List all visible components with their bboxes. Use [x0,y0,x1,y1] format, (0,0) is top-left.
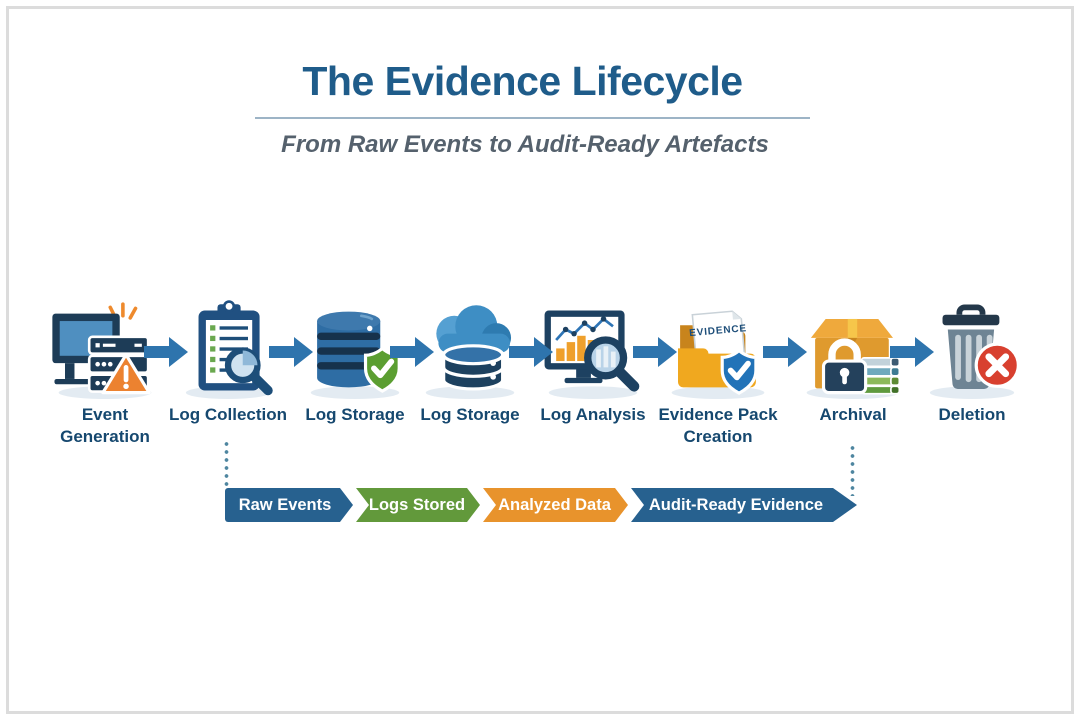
page-subtitle: From Raw Events to Audit-Ready Artefacts [281,131,769,158]
flow-arrow-icon [144,337,188,367]
banner-segment-raw-events: Raw Events [225,488,353,522]
stage-deletion: Deletion [907,300,1037,426]
flow-arrow-icon [890,337,934,367]
warning-triangle-icon [101,353,151,395]
stage-label: Log Collection [168,405,288,424]
archive-box-lock-icon [806,318,901,399]
shield-check-icon [363,346,401,393]
stage-event-generation: Event Generation [40,300,170,448]
stage-label: Archival [819,405,887,424]
dotted-connector-left [224,440,229,487]
stage-label: Evidence Pack Creation [658,405,778,447]
stage-log-collection: Log Collection [163,300,293,426]
magnifier-icon [224,347,273,396]
flow-arrow-icon [390,337,434,367]
title-divider [255,117,810,119]
stage-label: Log Analysis [540,405,646,424]
delete-x-icon [974,342,1020,388]
stage-log-storage-db: Log Storage [290,300,420,426]
flow-arrow-icon [269,337,313,367]
flow-arrow-icon [763,337,807,367]
book-stack-icon [860,357,901,395]
lifecycle-banner: Raw Events Logs Stored Analyzed Data Aud… [225,488,857,522]
trash-delete-icon [929,304,1020,399]
stage-label: Deletion [938,405,1006,424]
clipboard-magnifier-icon [185,300,273,399]
stage-label: Log Storage [420,405,520,424]
database-shield-icon [310,311,401,399]
banner-segment-analyzed-data: Analyzed Data [483,488,628,522]
magnifier-icon [584,336,640,392]
cloud-database-icon [425,305,515,399]
monitor-chart-magnifier-icon [544,310,640,399]
stage-log-storage-cloud: Log Storage [405,300,535,426]
page-title: The Evidence Lifecycle [302,58,743,104]
evidence-folder-shield-icon: EVIDENCE [671,310,765,399]
padlock-icon [821,338,868,395]
banner-segment-audit-ready-evidence: Audit-Ready Evidence [631,488,857,522]
database-icon [442,344,505,391]
dotted-connector-right [850,444,855,496]
shield-check-icon [720,348,758,395]
evidence-document-title: EVIDENCE [689,323,748,339]
flow-arrow-icon [509,337,553,367]
header: The Evidence Lifecycle [0,58,1045,105]
line-chart-icon [555,316,614,341]
stage-label: Event Generation [60,405,150,447]
stage-evidence-pack-creation: EVIDENCE Evidence Pack Creation [653,300,783,448]
stage-label: Log Storage [305,405,405,424]
server-alert-icon [52,302,152,399]
banner-segment-logs-stored: Logs Stored [356,488,480,522]
stage-log-analysis: Log Analysis [528,300,658,426]
stage-archival: Archival [788,300,918,426]
flow-arrow-icon [633,337,677,367]
